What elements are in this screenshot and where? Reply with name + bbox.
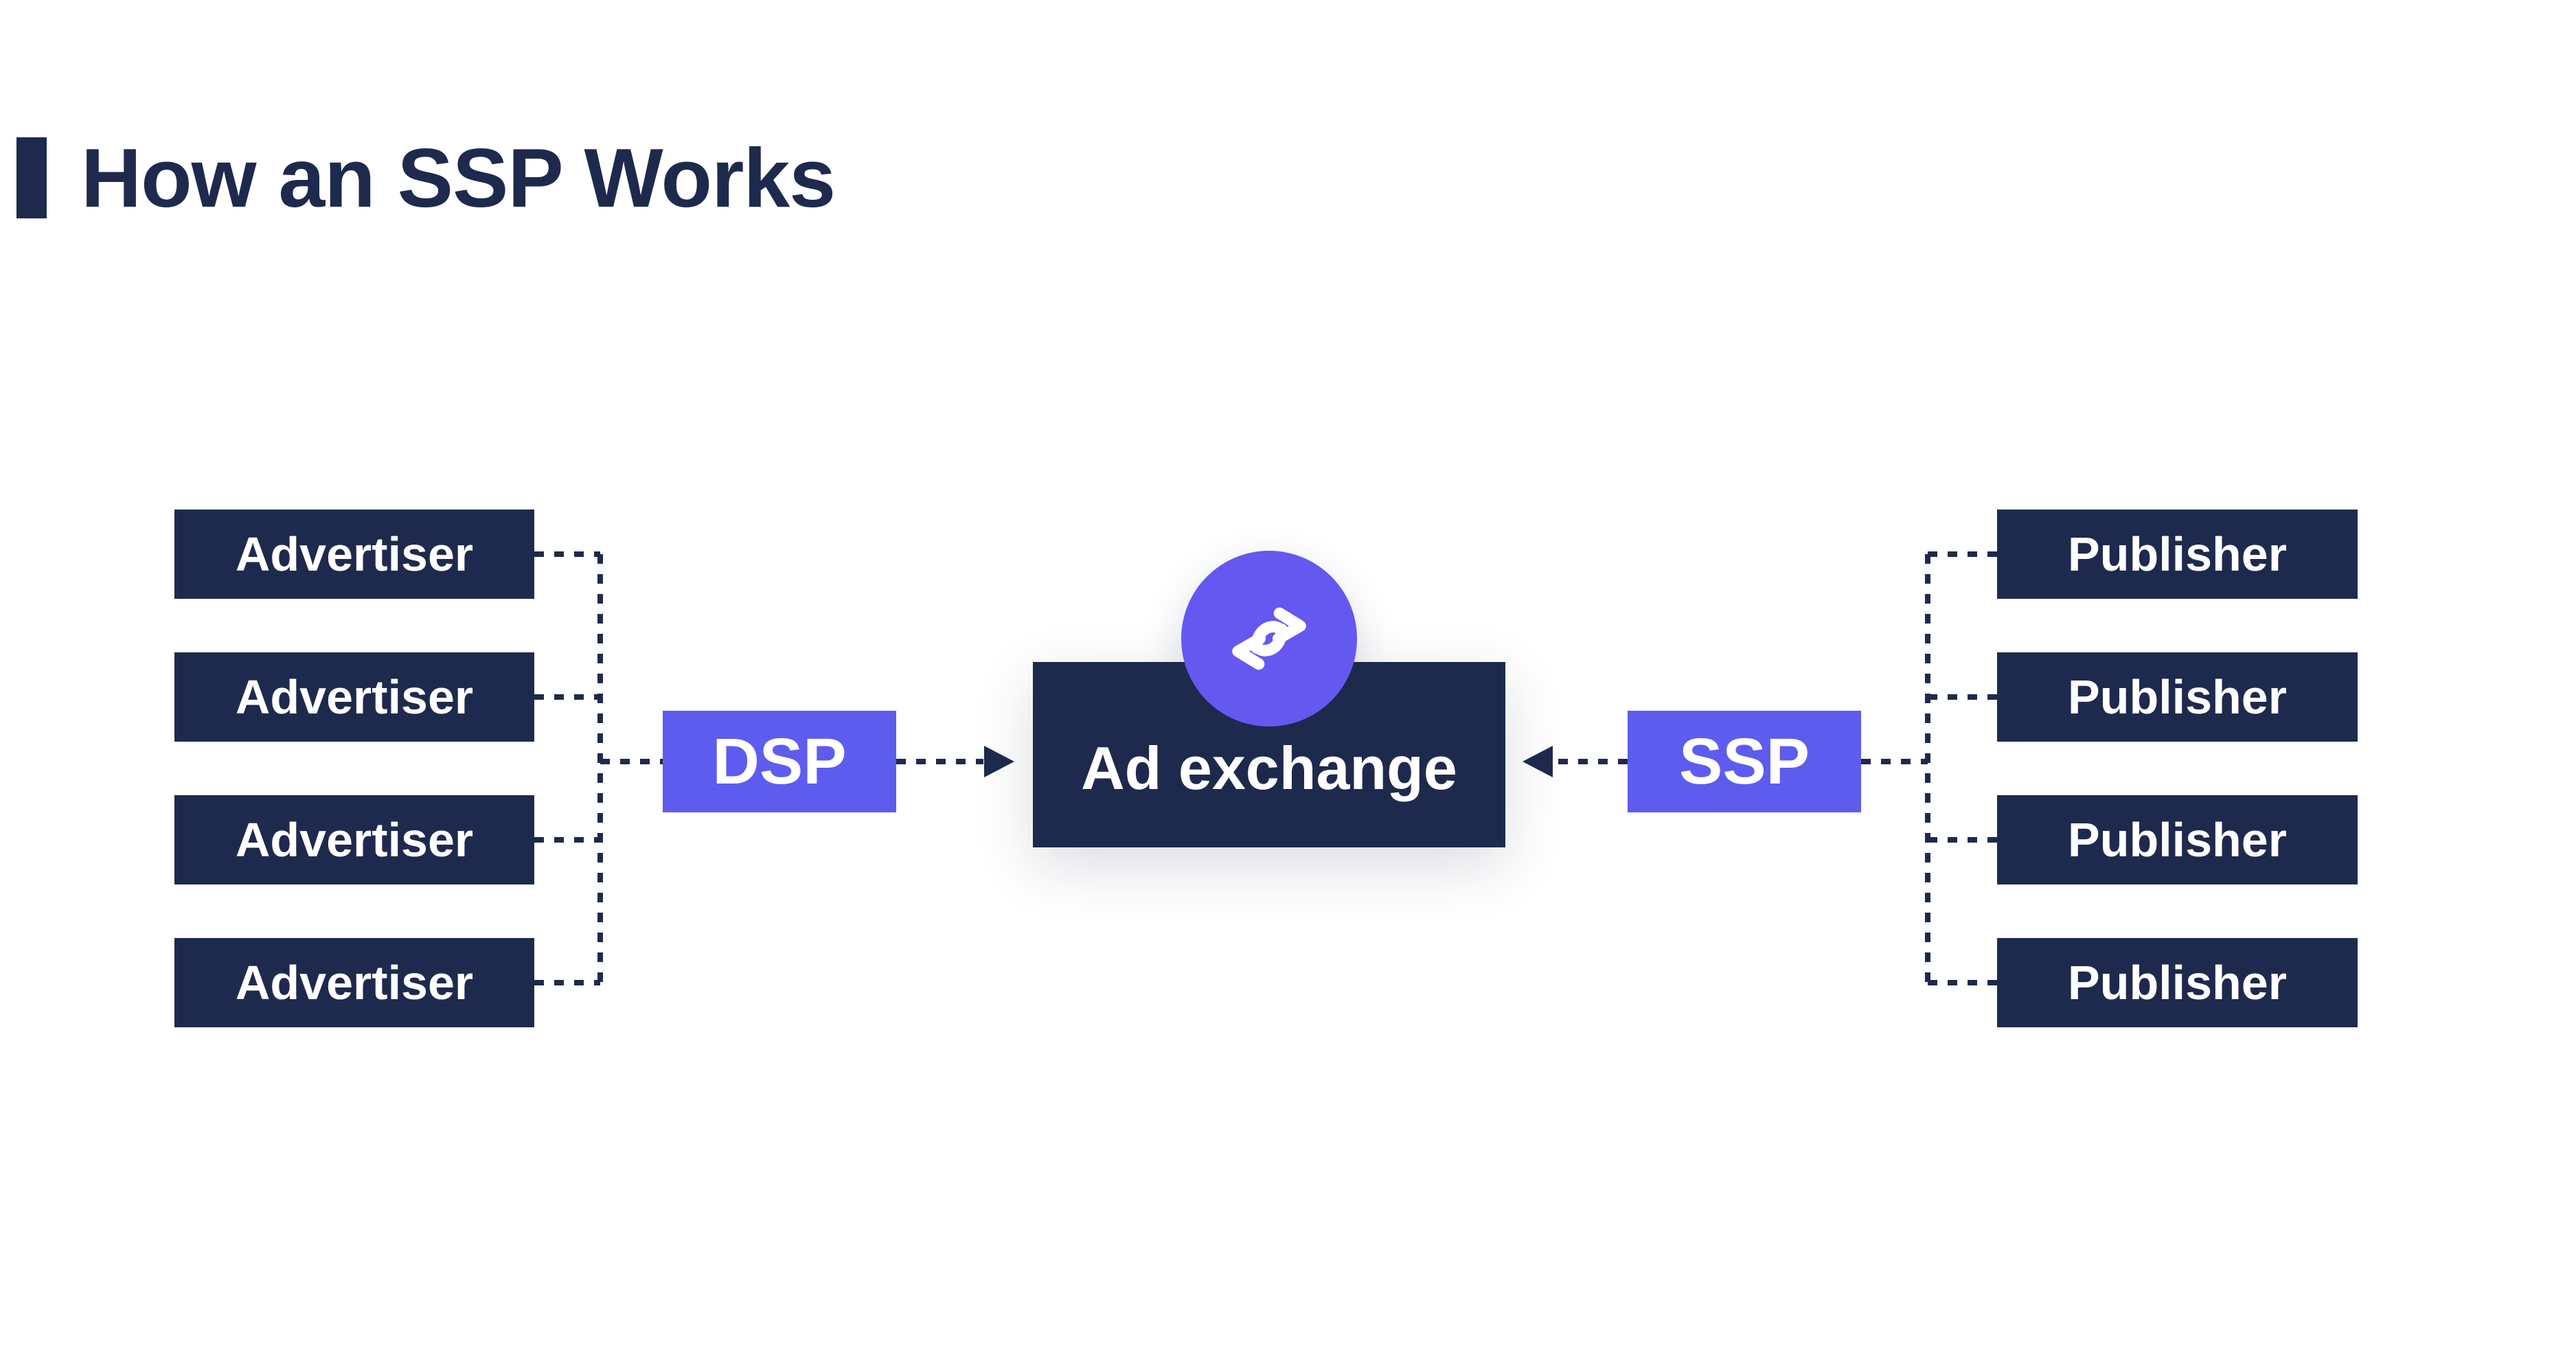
ssp-label: SSP [1678,724,1810,798]
advertiser-label: Advertiser [235,956,474,1009]
arrow-left-icon [1523,746,1553,777]
dsp-box: DSP [663,711,896,812]
arrow-right-icon [984,746,1014,777]
advertiser-label: Advertiser [235,527,474,581]
swap-arrows-icon [1232,607,1306,670]
publisher-connector-lines [1861,551,1997,985]
advertiser-label: Advertiser [235,813,474,867]
ssp-box: SSP [1628,711,1861,812]
advertiser-box: Advertiser [174,795,534,884]
ad-exchange-label: Ad exchange [1081,734,1457,802]
publisher-label: Publisher [2068,956,2287,1009]
publisher-box: Publisher [1997,652,2358,742]
publisher-label: Publisher [2068,670,2287,724]
advertiser-box: Advertiser [174,510,534,599]
advertiser-label: Advertiser [235,670,474,724]
dsp-label: DSP [712,724,847,798]
page-title: How an SSP Works [81,131,836,225]
advertiser-box: Advertiser [174,938,534,1027]
publisher-box: Publisher [1997,938,2358,1027]
dsp-to-exchange-arrow [896,746,1014,777]
advertiser-box: Advertiser [174,652,534,742]
title-accent-bar [16,137,47,218]
swap-circle-badge [1181,551,1357,727]
publisher-label: Publisher [2068,813,2287,867]
publisher-box: Publisher [1997,510,2358,599]
publisher-box: Publisher [1997,795,2358,884]
ssp-to-exchange-arrow [1523,746,1628,777]
advertiser-connector-lines [534,551,663,985]
publisher-label: Publisher [2068,527,2287,581]
